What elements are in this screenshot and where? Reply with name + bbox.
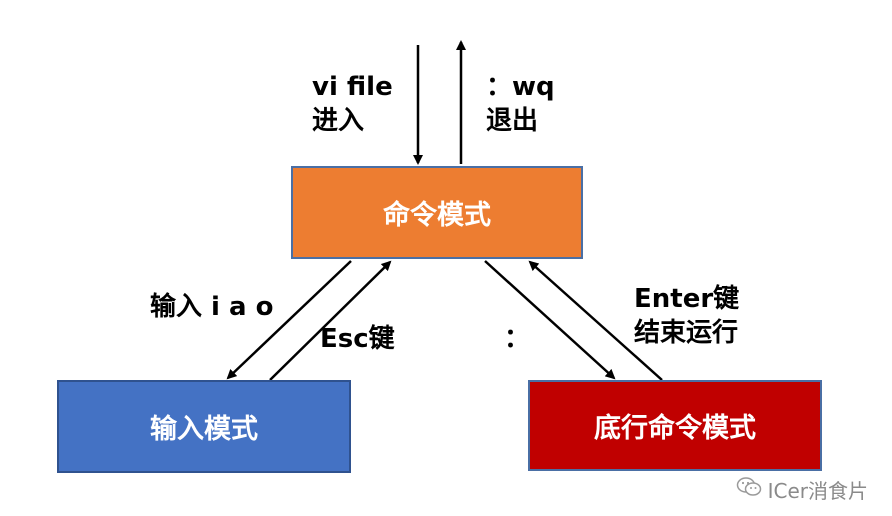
quit-label-line2: 退出 <box>486 106 539 136</box>
esc-arrow <box>269 260 392 381</box>
insert-mode-label: 输入模式 <box>150 414 258 445</box>
enter-key-label-line1: Enter键 <box>634 284 740 314</box>
command-mode-label: 命令模式 <box>383 200 491 231</box>
to-insert-arrow <box>226 260 352 380</box>
enter-key-label-line2: 结束运行 <box>634 318 739 348</box>
quit-label-line1: ：wq <box>486 72 555 102</box>
command-mode-box: 命令模式 <box>291 166 583 259</box>
enter-key-label: Enter键 结束运行 <box>634 282 739 350</box>
esc-key-label: Esc键 <box>320 324 395 354</box>
enter-label-line1: vi file <box>312 72 393 102</box>
quit-label: ：wq 退出 <box>486 70 555 138</box>
enter-key-arrow <box>528 260 663 381</box>
last-line-mode-box: 底行命令模式 <box>528 380 822 471</box>
last-line-mode-label: 底行命令模式 <box>594 413 756 444</box>
enter-label-line2: 进入 <box>312 106 365 136</box>
enter-label: vi file 进入 <box>312 70 393 138</box>
insert-keys-label: 输入 i a o <box>150 292 274 322</box>
wechat-icon <box>736 476 762 503</box>
insert-mode-box: 输入模式 <box>57 380 351 473</box>
to-last-line-arrow <box>484 260 616 380</box>
watermark-text: ICer消食片 <box>767 479 868 503</box>
colon-label: ： <box>504 324 531 354</box>
watermark: ICer消食片 <box>736 475 868 504</box>
